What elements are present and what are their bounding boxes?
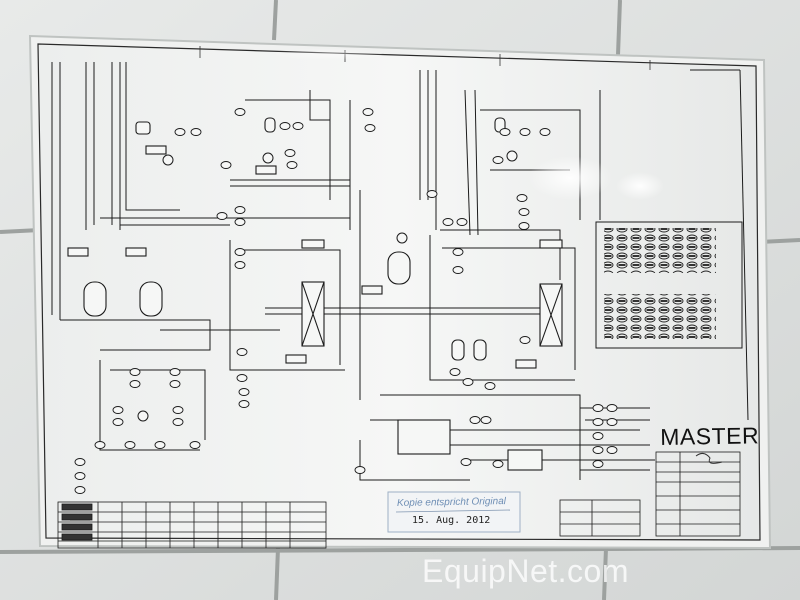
title-block [559,451,741,537]
pumps [137,150,518,422]
stamp-date: 15. Aug. 2012 [412,515,491,526]
laminated-diagram-sheet [28,34,772,550]
light-glare [270,48,664,200]
instrument-bubbles [74,108,618,494]
watermark-logo: EquipNet.com [422,553,629,589]
process-vessels [67,117,563,471]
stamp-text: Kopie entspricht Original [396,496,507,509]
instrument-array [595,221,743,349]
legend-table [57,501,327,549]
copy-stamp [387,491,521,533]
master-label: MASTER [660,422,760,450]
